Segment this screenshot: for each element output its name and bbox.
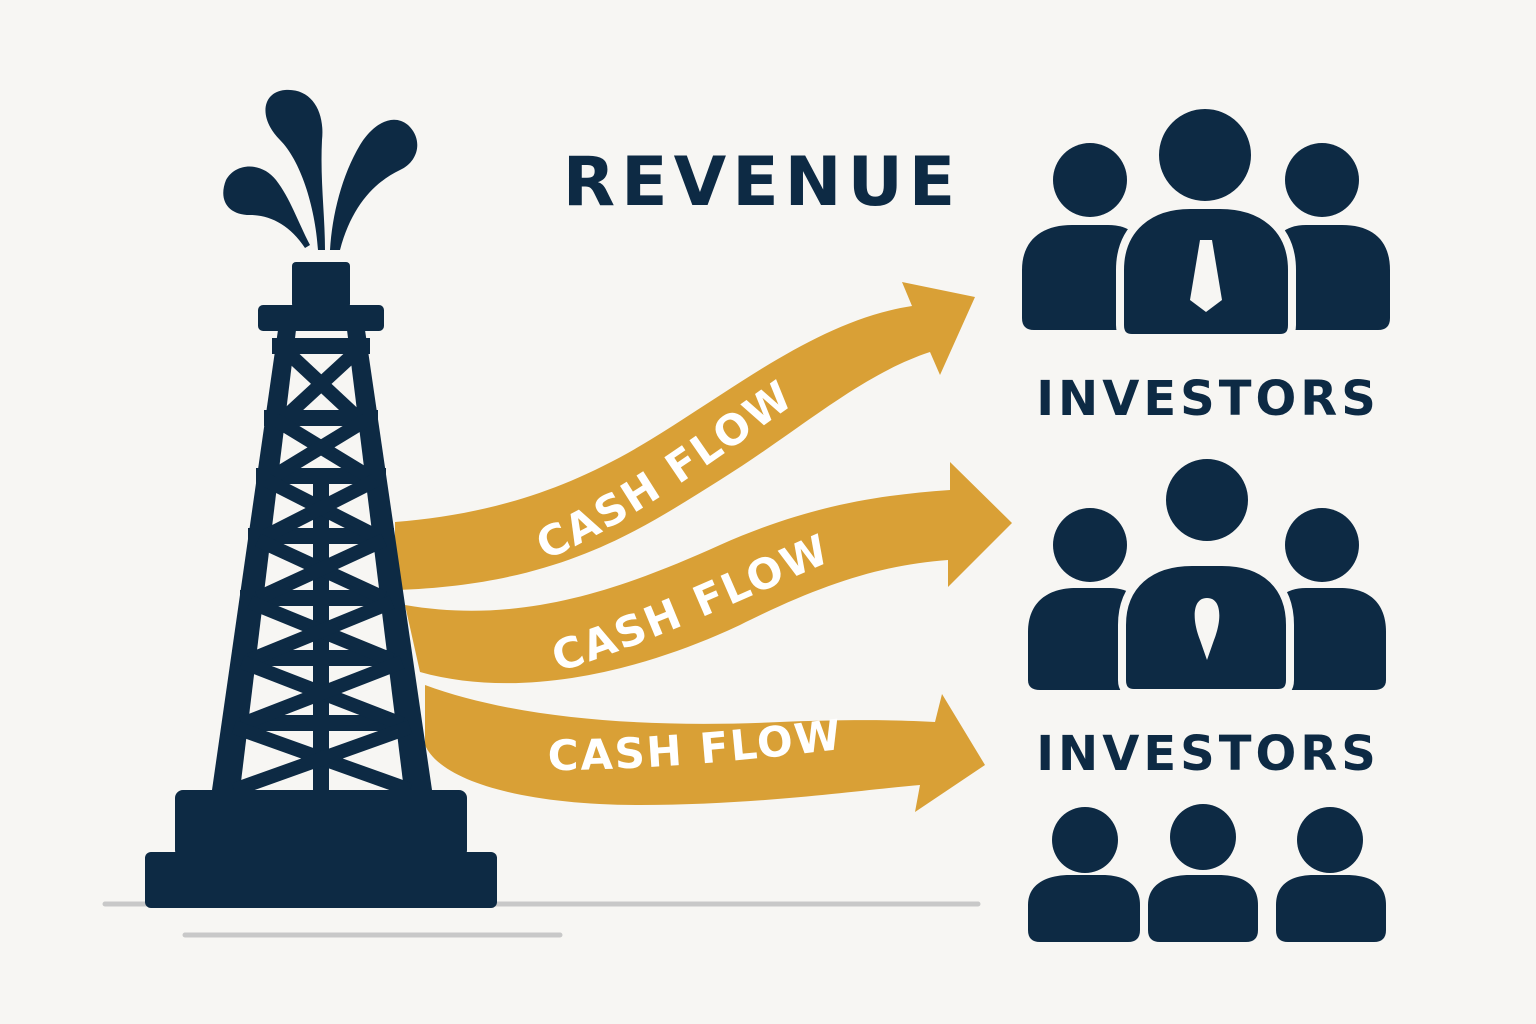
cash-flow-arrow-3: CASH FLOW <box>425 685 985 812</box>
ground-lines <box>102 901 981 938</box>
oil-derrick-icon <box>145 89 497 908</box>
oil-splash-icon <box>223 89 418 251</box>
investors-label-2: INVESTORS <box>1036 726 1380 782</box>
investor-group-icon-1 <box>1022 101 1390 342</box>
investor-group-icon-3 <box>1028 804 1386 942</box>
revenue-title: REVENUE <box>563 143 961 222</box>
investor-group-icon-2 <box>1028 451 1386 697</box>
investors-label-1: INVESTORS <box>1036 371 1380 427</box>
